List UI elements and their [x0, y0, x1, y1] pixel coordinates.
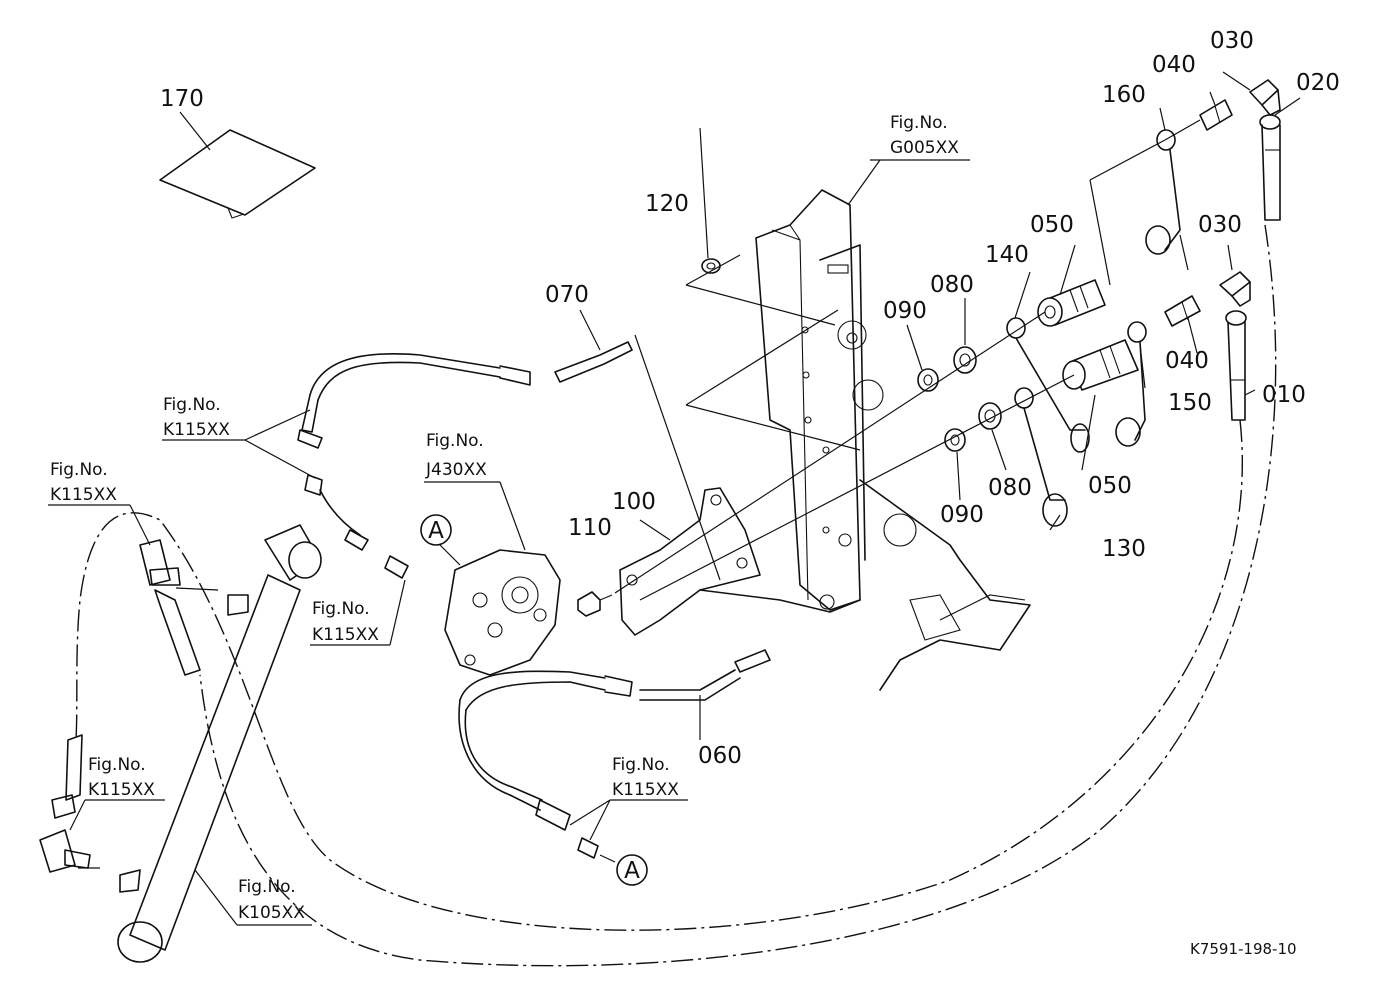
figref-g005: Fig.No. G005XX: [890, 113, 959, 158]
figref-k115-c: Fig.No. K115XX: [312, 599, 379, 645]
label-part-030-upper: 030: [1210, 28, 1254, 54]
figref-j430: Fig.No. J430XX: [425, 431, 487, 480]
leader-lines: [48, 71, 1301, 926]
fitting-k115-left-hose: [304, 474, 409, 579]
figref-g005-label: Fig.No.: [890, 113, 948, 133]
part-140-dust-cap: [1006, 317, 1090, 453]
figref-k115-b-label: Fig.No.: [50, 460, 108, 480]
part-030-elbow-upper: [1249, 79, 1281, 116]
label-part-160: 160: [1102, 82, 1146, 108]
label-part-080-upper: 080: [930, 272, 974, 298]
figref-k115-a: Fig.No. K115XX: [163, 395, 230, 440]
figref-k115-c-label: Fig.No.: [312, 599, 370, 619]
part-040-adaptor-upper: [1199, 99, 1233, 131]
part-170-sheet: [159, 111, 316, 219]
part-080-nut-upper: [953, 346, 977, 374]
fitting-elbow-cylinder-lower: [39, 734, 91, 873]
fitting-elbow-cylinder-upper: [139, 539, 201, 676]
part-050-coupler-upper: [1037, 279, 1106, 327]
part-130-dust-cap: [1014, 387, 1068, 527]
label-part-140: 140: [985, 242, 1029, 268]
fitting-k115-bottom: [577, 837, 599, 859]
figref-k115-b-code: K115XX: [50, 485, 117, 505]
figref-k115-e-code: K115XX: [88, 780, 155, 800]
label-part-090-upper: 090: [883, 298, 927, 324]
part-040-adaptor-lower: [1164, 295, 1201, 327]
hose-route-dashed: [75, 224, 1277, 967]
label-part-020: 020: [1296, 70, 1340, 96]
figref-g005-code: G005XX: [890, 138, 959, 158]
valve-body-j430: [444, 549, 561, 676]
figref-k115-c-code: K115XX: [312, 625, 379, 645]
label-part-040-lower: 040: [1165, 348, 1209, 374]
label-part-050-lower: 050: [1088, 473, 1132, 499]
figref-k105-label: Fig.No.: [238, 877, 296, 897]
figref-k105: Fig.No. K105XX: [238, 877, 305, 923]
part-050-coupler-lower: [1062, 339, 1139, 391]
label-part-050-upper: 050: [1030, 212, 1074, 238]
figref-k115-e: Fig.No. K115XX: [88, 755, 155, 800]
part-110-bolt: [577, 591, 613, 617]
part-010-hose: [1225, 310, 1247, 421]
figref-k115-a-label: Fig.No.: [163, 395, 221, 415]
figref-k105-code: K105XX: [238, 903, 305, 923]
label-part-170: 170: [160, 86, 204, 112]
part-100-bracket: [619, 487, 761, 636]
part-020-hose: [1259, 114, 1281, 221]
label-part-060: 060: [698, 743, 742, 769]
cylinder-k105: [117, 524, 322, 963]
part-150-dust-plug: [1115, 321, 1147, 447]
part-030-elbow-lower: [1219, 271, 1251, 307]
callout-a-bottom-letter: A: [624, 858, 640, 884]
label-part-110: 110: [568, 515, 612, 541]
label-part-030-lower: 030: [1198, 212, 1242, 238]
label-part-130: 130: [1102, 536, 1146, 562]
callout-a-top: A: [420, 514, 452, 546]
label-part-070: 070: [545, 282, 589, 308]
part-090-washer-upper: [917, 368, 939, 392]
part-060-hose: [458, 649, 771, 831]
drawing-code: K7591-198-10: [1190, 940, 1297, 958]
part-160-dust-plug: [1145, 129, 1181, 255]
frame-bracket: [699, 189, 1031, 691]
label-part-150: 150: [1168, 390, 1212, 416]
figref-j430-code: J430XX: [425, 460, 487, 480]
callout-a-top-letter: A: [428, 518, 444, 544]
figref-k115-d-code: K115XX: [612, 780, 679, 800]
label-part-010: 010: [1262, 382, 1306, 408]
label-part-040-upper: 040: [1152, 52, 1196, 78]
figref-k115-a-code: K115XX: [163, 420, 230, 440]
figref-k115-d-label: Fig.No.: [612, 755, 670, 775]
callout-a-bottom: A: [616, 854, 648, 886]
figref-j430-label: Fig.No.: [426, 431, 484, 451]
figref-k115-e-label: Fig.No.: [88, 755, 146, 775]
part-070-hose: [297, 341, 633, 449]
label-part-080-lower: 080: [988, 475, 1032, 501]
part-090-washer-lower: [944, 428, 966, 452]
label-part-090-lower: 090: [940, 502, 984, 528]
label-part-100: 100: [612, 489, 656, 515]
part-080-nut-lower: [978, 402, 1002, 430]
label-part-120: 120: [645, 191, 689, 217]
figref-k115-b: Fig.No. K115XX: [50, 460, 117, 505]
figref-k115-d: Fig.No. K115XX: [612, 755, 679, 800]
